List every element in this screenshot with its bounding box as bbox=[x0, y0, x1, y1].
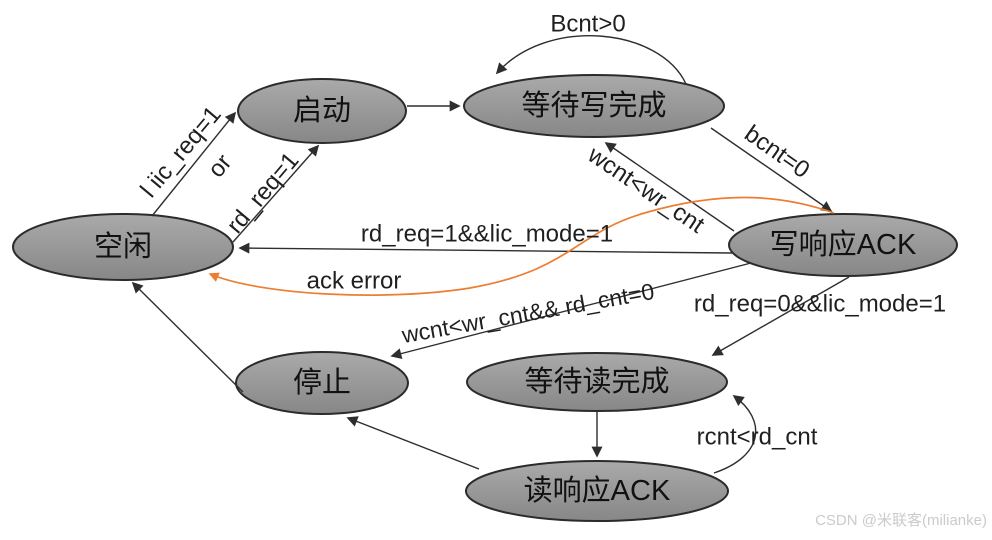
state-start: 启动 bbox=[237, 78, 407, 144]
state-start-shape bbox=[237, 78, 407, 144]
edge-wait-write-to-write-ack bbox=[710, 127, 833, 212]
edge-read-ack-to-stop bbox=[346, 416, 480, 470]
edge-write-ack-to-wait-write bbox=[604, 142, 735, 232]
state-read-ack: 读响应ACK bbox=[465, 460, 729, 522]
edge-label-rcnt-lt-rd-cnt: rcnt<rd_cnt bbox=[697, 424, 818, 451]
edge-write-ack-to-stop bbox=[390, 262, 752, 359]
edge-label-or: or bbox=[203, 149, 237, 183]
edge-read-ack-to-wait-read bbox=[713, 395, 757, 474]
state-wait-write-done-label: 等待写完成 bbox=[521, 89, 666, 122]
edge-label-wcnt-rd-cnt0: wcnt<wr_cnt&& rd_cnt=0 bbox=[399, 278, 656, 348]
state-start-label: 启动 bbox=[293, 94, 351, 127]
state-wait-write-done: 等待写完成 bbox=[463, 74, 725, 138]
edge-label-rd-req1-lic-mode1: rd_req=1&&lic_mode=1 bbox=[361, 221, 613, 248]
edge-write-ack-to-wait-read bbox=[711, 276, 850, 356]
state-wait-read-done: 等待读完成 bbox=[466, 352, 728, 412]
state-stop-shape bbox=[235, 351, 409, 415]
state-write-ack: 写响应ACK bbox=[728, 213, 958, 277]
edge-idle-to-start-2 bbox=[232, 144, 320, 243]
state-write-ack-label: 写响应ACK bbox=[770, 228, 917, 261]
edge-ack-error-to-idle bbox=[208, 196, 835, 296]
edge-wait-write-self-loop bbox=[495, 35, 687, 85]
edge-label-rd-req-1: rd_req=1 bbox=[222, 147, 305, 238]
edge-label-ack-error: ack error bbox=[307, 268, 402, 295]
state-write-ack-shape bbox=[728, 213, 958, 277]
state-wait-write-done-shape bbox=[463, 74, 725, 138]
state-stop: 停止 bbox=[235, 351, 409, 415]
watermark: CSDN @米联客(milianke) bbox=[815, 512, 987, 529]
state-read-ack-shape bbox=[465, 460, 729, 522]
edge-label-bcnt-gt0: Bcnt>0 bbox=[550, 11, 625, 38]
edge-idle-to-start-1 bbox=[151, 111, 237, 217]
state-idle-label: 空闲 bbox=[94, 230, 152, 263]
edge-stop-to-idle bbox=[131, 281, 244, 393]
state-read-ack-label: 读响应ACK bbox=[524, 474, 671, 507]
state-idle: 空闲 bbox=[12, 213, 234, 281]
state-wait-read-done-shape bbox=[466, 352, 728, 412]
state-wait-read-done-label: 等待读完成 bbox=[524, 365, 669, 398]
state-stop-label: 停止 bbox=[293, 366, 351, 399]
edge-label-rd-req0-lic-mode1: rd_req=0&&lic_mode=1 bbox=[694, 291, 946, 318]
edge-write-ack-to-idle bbox=[238, 242, 733, 254]
state-idle-shape bbox=[12, 213, 234, 281]
